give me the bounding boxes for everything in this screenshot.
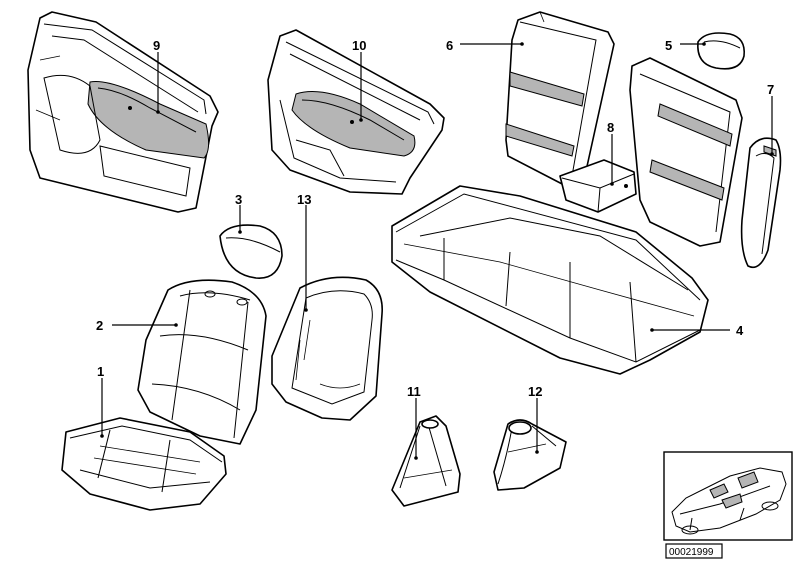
rear-backrest-left	[505, 11, 615, 187]
leader-lines	[100, 42, 774, 460]
front-backrest-cover	[137, 279, 267, 445]
callout-8: 8	[607, 120, 614, 135]
callout-7: 7	[767, 82, 774, 97]
callout-3: 3	[235, 192, 242, 207]
front-door-trim-panel	[27, 11, 219, 213]
gear-shift-boot	[391, 415, 461, 507]
rear-backrest-right	[629, 57, 782, 269]
callout-4: 4	[736, 323, 744, 338]
callout-11: 11	[407, 384, 421, 399]
armrest	[559, 159, 637, 213]
rear-door-trim-panel	[267, 29, 445, 195]
callout-1: 1	[97, 364, 104, 379]
callout-numbers: 1 2 3 4 5 6 7 8 9 10 11 12 13	[96, 38, 774, 399]
callout-9: 9	[153, 38, 160, 53]
diagram-code-text: 00021999	[669, 547, 714, 558]
backrest-frame-cover	[271, 276, 383, 421]
callout-10: 10	[352, 38, 366, 53]
rear-headrest	[697, 32, 746, 70]
callout-5: 5	[665, 38, 672, 53]
vehicle-location-thumbnail	[663, 451, 793, 541]
front-headrest	[219, 224, 283, 279]
rear-seat-cushion	[391, 185, 709, 375]
handbrake-boot	[493, 419, 567, 491]
diagram-code-label: 00021999	[665, 543, 723, 559]
callout-2: 2	[96, 318, 103, 333]
callout-6: 6	[446, 38, 453, 53]
callout-13: 13	[297, 192, 311, 207]
callout-12: 12	[528, 384, 542, 399]
front-seat-cushion	[61, 417, 227, 511]
